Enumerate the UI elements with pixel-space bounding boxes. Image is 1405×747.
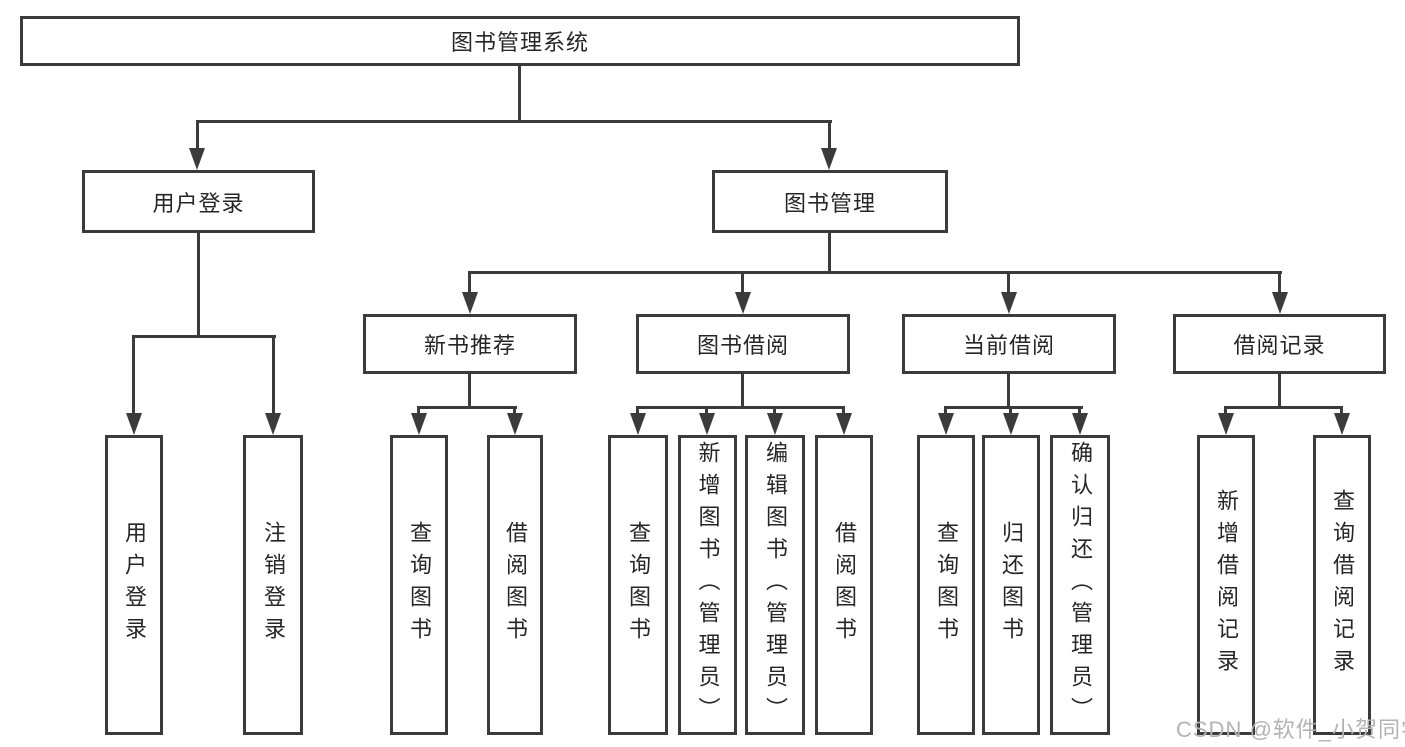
node-label: 查询图书 <box>407 521 432 649</box>
connector-arrow-down <box>1218 413 1234 435</box>
connector-line <box>705 406 708 415</box>
node-label: 借阅图书 <box>832 521 857 649</box>
node-leaf-query-books-borrowing: 查询图书 <box>608 435 668 735</box>
connector-arrow-down <box>1072 413 1088 435</box>
node-label: 编辑图书（管理员） <box>763 441 788 729</box>
node-leaf-confirm-return-admin: 确认归还（管理员） <box>1050 435 1110 735</box>
node-label: 查询借阅记录 <box>1330 489 1355 681</box>
connector-arrow-down <box>836 413 852 435</box>
node-leaf-borrow-books-recommend: 借阅图书 <box>487 435 543 735</box>
connector-arrow-down <box>189 148 205 170</box>
connector-line <box>417 406 517 409</box>
node-user-login-branch: 用户登录 <box>82 170 315 233</box>
node-label: 注销登录 <box>261 521 286 649</box>
connector-arrow-down <box>1003 413 1019 435</box>
node-leaf-borrow-books: 借阅图书 <box>815 435 873 735</box>
node-label: 查询图书 <box>934 521 959 649</box>
node-leaf-query-borrow-record: 查询借阅记录 <box>1313 435 1371 735</box>
connector-line <box>944 406 1083 409</box>
node-label: 图书管理系统 <box>450 30 589 55</box>
connector-line <box>132 335 135 415</box>
connector-line <box>196 120 832 123</box>
connector-arrow-down <box>265 413 281 435</box>
connector-line <box>417 406 420 415</box>
connector-arrow-down <box>507 413 523 435</box>
node-leaf-query-books-current: 查询图书 <box>917 435 975 735</box>
node-label: 新增图书（管理员） <box>695 441 721 729</box>
csdn-watermark: CSDN @软件_小贺同学 <box>1176 717 1405 742</box>
node-leaf-user-login: 用户登录 <box>105 435 163 735</box>
connector-arrow-down <box>1001 292 1017 314</box>
connector-arrow-down <box>767 413 783 435</box>
connector-line <box>468 271 471 294</box>
node-leaf-return-books: 归还图书 <box>982 435 1040 735</box>
connector-line <box>132 335 276 338</box>
connector-line <box>468 374 471 406</box>
connector-line <box>1340 406 1343 415</box>
connector-line <box>272 335 275 415</box>
node-new-book-recommendation: 新书推荐 <box>363 314 577 374</box>
connector-line <box>513 406 516 415</box>
node-leaf-add-borrow-record: 新增借阅记录 <box>1197 435 1255 735</box>
connector-arrow-down <box>735 292 751 314</box>
connector-line <box>1007 374 1010 406</box>
node-label: 图书借阅 <box>696 333 789 358</box>
node-label: 新增借阅记录 <box>1214 489 1239 681</box>
node-current-borrowing: 当前借阅 <box>902 314 1116 374</box>
node-label: 确认归还（管理员） <box>1068 441 1093 729</box>
node-label: 查询图书 <box>626 521 651 649</box>
connector-arrow-down <box>126 413 142 435</box>
connector-arrow-down <box>630 413 646 435</box>
node-leaf-add-books-admin: 新增图书（管理员） <box>678 435 737 735</box>
connector-line <box>842 406 845 415</box>
connector-line <box>1078 406 1081 415</box>
connector-line <box>1007 271 1010 294</box>
connector-arrow-down <box>1334 413 1350 435</box>
node-label: 借阅记录 <box>1233 333 1326 358</box>
node-label: 当前借阅 <box>962 333 1055 358</box>
connector-arrow-down <box>411 413 427 435</box>
connector-line <box>1278 374 1281 406</box>
node-book-borrowing: 图书借阅 <box>636 314 850 374</box>
connector-line <box>944 406 947 415</box>
node-library-management-system: 图书管理系统 <box>20 16 1020 66</box>
connector-line <box>197 233 200 335</box>
node-leaf-edit-books-admin: 编辑图书（管理员） <box>745 435 805 735</box>
connector-arrow-down <box>1272 292 1288 314</box>
connector-line <box>636 406 639 415</box>
node-borrowing-records: 借阅记录 <box>1173 314 1386 374</box>
connector-line <box>1009 406 1012 415</box>
connector-line <box>741 271 744 294</box>
node-book-management: 图书管理 <box>712 170 948 233</box>
connector-line <box>1278 271 1281 294</box>
node-leaf-logout: 注销登录 <box>243 435 303 735</box>
connector-arrow-down <box>938 413 954 435</box>
connector-line <box>196 120 199 150</box>
connector-line <box>636 406 845 409</box>
connector-line <box>518 66 521 120</box>
connector-arrow-down <box>821 148 837 170</box>
connector-arrow-down <box>462 292 478 314</box>
connector-line <box>1224 406 1227 415</box>
node-label: 用户登录 <box>152 190 245 216</box>
node-label: 新书推荐 <box>423 333 516 358</box>
node-label: 归还图书 <box>999 521 1024 649</box>
connector-line <box>1224 406 1343 409</box>
connector-line <box>828 233 831 271</box>
connector-line <box>741 374 744 406</box>
node-leaf-query-books-recommend: 查询图书 <box>390 435 448 735</box>
connector-arrow-down <box>699 413 715 435</box>
node-label: 用户登录 <box>122 521 147 649</box>
node-label: 借阅图书 <box>503 521 528 649</box>
connector-line <box>468 271 1282 274</box>
node-label: 图书管理 <box>783 190 876 216</box>
connector-line <box>828 120 831 150</box>
connector-line <box>773 406 776 415</box>
